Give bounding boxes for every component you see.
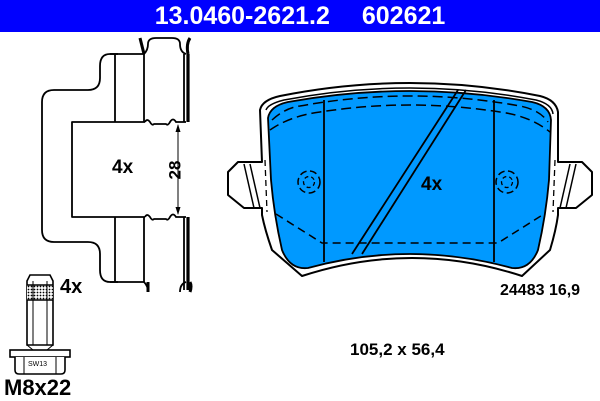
brake-pad-drawing: [227, 82, 593, 277]
bolt-quantity-label: 4x: [60, 276, 83, 298]
bolt-wrench-size-label: SW13: [28, 361, 48, 368]
reference-number: 602621: [361, 1, 446, 30]
bolt-size-label: M8x22: [4, 375, 72, 400]
abutment-clip-drawing: [41, 37, 193, 293]
bolt-drawing: [9, 274, 71, 375]
clip-quantity-label: 4x: [112, 157, 134, 178]
pad-wva-thickness-label: 24483 16,9: [500, 282, 581, 299]
pad-dimensions-label: 105,2 x 56,4: [350, 340, 445, 359]
clip-dimension-label: 28: [165, 160, 185, 180]
part-number: 13.0460-2621.2: [154, 1, 330, 30]
title-bar: 13.0460-2621.2 602621: [0, 0, 600, 32]
pad-quantity-label: 4x: [421, 174, 443, 195]
